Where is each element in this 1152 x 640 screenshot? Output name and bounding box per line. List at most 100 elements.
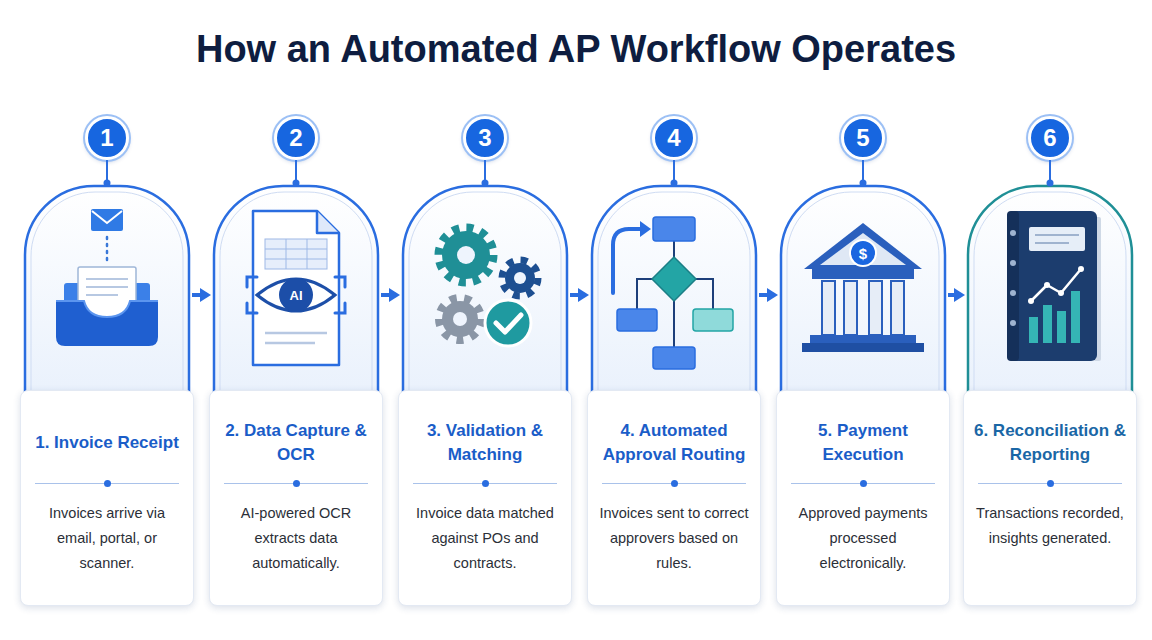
- card-body-area: Invoices sent to correct approvers based…: [596, 501, 752, 576]
- inbox-tray: [86, 278, 128, 280]
- step-number-circle: 1: [85, 116, 129, 160]
- leader-connector: [860, 160, 867, 187]
- separator-line: [35, 483, 179, 484]
- card-body-area: AI-powered OCR extracts data automatical…: [218, 501, 374, 576]
- document-sheet: [265, 239, 327, 269]
- step-number: 3: [478, 124, 491, 152]
- arrow-head: [954, 288, 965, 302]
- ledger-book: [1007, 211, 1101, 361]
- step-heading: 1. Invoice Receipt: [35, 431, 179, 455]
- step-number-circle: 2: [274, 116, 318, 160]
- connector-dot: [860, 180, 867, 187]
- ledger-book: [1010, 260, 1016, 266]
- bar-chart: [1043, 305, 1052, 343]
- flow-box: [693, 309, 733, 331]
- gray-gear: [453, 312, 467, 326]
- ledger-book: [1035, 242, 1069, 244]
- step-number: 5: [856, 124, 869, 152]
- step-number-circle: 3: [463, 116, 507, 160]
- separator-dot: [482, 480, 489, 487]
- bank-building: [891, 281, 904, 335]
- connector-dot: [104, 180, 111, 187]
- document-sheet: [265, 259, 327, 260]
- scan-brackets: [247, 277, 257, 287]
- step-description: Invoices arrive via email, portal, or sc…: [49, 505, 165, 571]
- ledger-book: [1007, 211, 1097, 361]
- check-badge: [485, 300, 531, 346]
- step-description: Invoice data matched against POs and con…: [416, 505, 554, 571]
- bar-chart: [1044, 282, 1050, 288]
- flow-arrow: [759, 288, 778, 302]
- step-number: 2: [289, 124, 302, 152]
- arch-inner-line: [787, 192, 939, 401]
- arrow-head: [767, 288, 778, 302]
- bar-chart: [1057, 311, 1066, 343]
- separator-line: [602, 483, 746, 484]
- bar-chart: [1031, 269, 1081, 301]
- ledger-icon: [965, 183, 1135, 393]
- separator-line: [978, 483, 1122, 484]
- card-body-area: Approved payments processed electronical…: [785, 501, 941, 576]
- ai-eye-symbol: [257, 279, 335, 311]
- bar-chart: [1029, 317, 1038, 343]
- arch-outline: [25, 186, 189, 401]
- step-number: 4: [667, 124, 680, 152]
- flow-arrow: [948, 288, 965, 302]
- envelope-symbol: [91, 209, 123, 231]
- step-heading: 4. Automated Approval Routing: [594, 419, 754, 467]
- connector-dot: [482, 180, 489, 187]
- check-badge: [496, 315, 521, 332]
- inbox-icon: [22, 183, 192, 393]
- ledger-book: [1007, 211, 1019, 361]
- document-sheet: [265, 332, 327, 335]
- step-heading: 5. Payment Execution: [783, 419, 943, 467]
- step-description: Approved payments processed electronical…: [799, 505, 928, 571]
- step-description: Transactions recorded, insights generate…: [976, 505, 1124, 546]
- card-heading-area: 6. Reconciliation & Reporting: [970, 413, 1130, 473]
- flow-box: [653, 347, 695, 369]
- scan-brackets: [335, 277, 345, 287]
- bank-building: [812, 269, 914, 279]
- arrow-head: [200, 288, 211, 302]
- bar-chart: [1028, 266, 1084, 343]
- connector-dot: [671, 180, 678, 187]
- inbox-tray: [56, 301, 158, 317]
- check-badge: [485, 300, 531, 346]
- card-heading-area: 2. Data Capture & OCR: [216, 413, 376, 473]
- ledger-book: [1010, 290, 1016, 296]
- separator-dot: [293, 480, 300, 487]
- bank-building: [850, 240, 876, 266]
- ledger-book: [1010, 320, 1016, 326]
- card-body-area: Transactions recorded, insights generate…: [972, 501, 1128, 551]
- scan-brackets: [335, 303, 345, 313]
- diagram-title: How an Automated AP Workflow Operates: [0, 28, 1152, 71]
- currency-symbol: $: [859, 245, 867, 262]
- step-number-circle: 6: [1028, 116, 1072, 160]
- card-body-area: Invoices arrive via email, portal, or sc…: [29, 501, 185, 576]
- document-sheet: [265, 249, 327, 250]
- separator-dot: [1047, 480, 1054, 487]
- card-heading-area: 4. Automated Approval Routing: [594, 413, 754, 473]
- separator-dot: [104, 480, 111, 487]
- flow-box: [617, 309, 657, 331]
- step-description: Invoices sent to correct approvers based…: [599, 505, 748, 571]
- bank-building: [802, 343, 924, 352]
- ledger-book: [1010, 230, 1016, 236]
- ai-badge-text: AI: [290, 288, 303, 303]
- step-number-circle: 5: [841, 116, 885, 160]
- flow-lines: [673, 241, 675, 257]
- bank-building: [810, 335, 916, 343]
- document-sheet: [286, 239, 287, 269]
- connector-dot: [1047, 180, 1054, 187]
- document-sheet: [253, 211, 339, 365]
- text-card: 3. Validation & MatchingInvoice data mat…: [398, 390, 572, 606]
- card-heading-area: 5. Payment Execution: [783, 413, 943, 473]
- scan-brackets: [247, 277, 345, 313]
- step-heading: 6. Reconciliation & Reporting: [970, 419, 1130, 467]
- arch-outline: [403, 186, 567, 401]
- leader-connector: [293, 160, 300, 187]
- large-gear: [439, 228, 493, 282]
- ai-eye-symbol: [279, 278, 313, 312]
- scan-brackets: [247, 303, 257, 313]
